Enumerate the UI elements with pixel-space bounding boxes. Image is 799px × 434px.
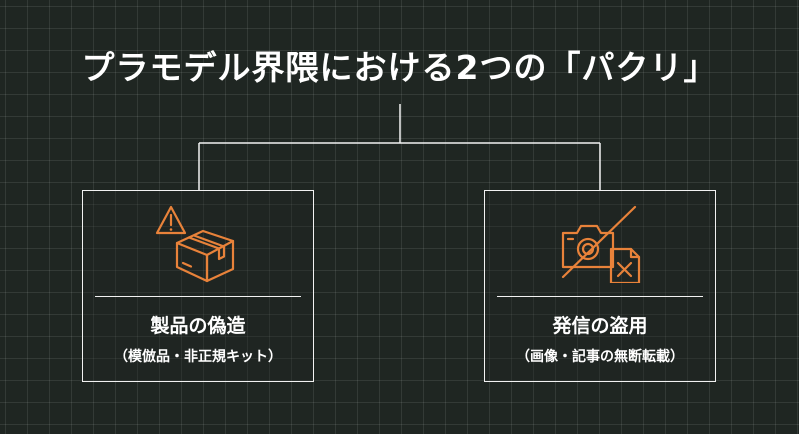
branch-label: 製品の偽造 <box>150 315 246 337</box>
branch-label: 発信の盗用 <box>552 315 648 337</box>
branch-sublabel: （画像・記事の無断転載） <box>516 349 684 365</box>
card-divider <box>95 296 301 297</box>
card-divider <box>497 296 703 297</box>
branch-card-counterfeit: 製品の偽造 （模倣品・非正規キット） <box>82 190 314 382</box>
branch-sublabel: （模倣品・非正規キット） <box>114 349 282 365</box>
crossed-camera-document-icon <box>551 203 651 285</box>
branch-card-content-theft: 発信の盗用 （画像・記事の無断転載） <box>484 190 716 382</box>
warning-box-icon <box>149 203 249 283</box>
diagram-title: プラモデル界隈における2つの「パクリ」 <box>81 48 718 87</box>
